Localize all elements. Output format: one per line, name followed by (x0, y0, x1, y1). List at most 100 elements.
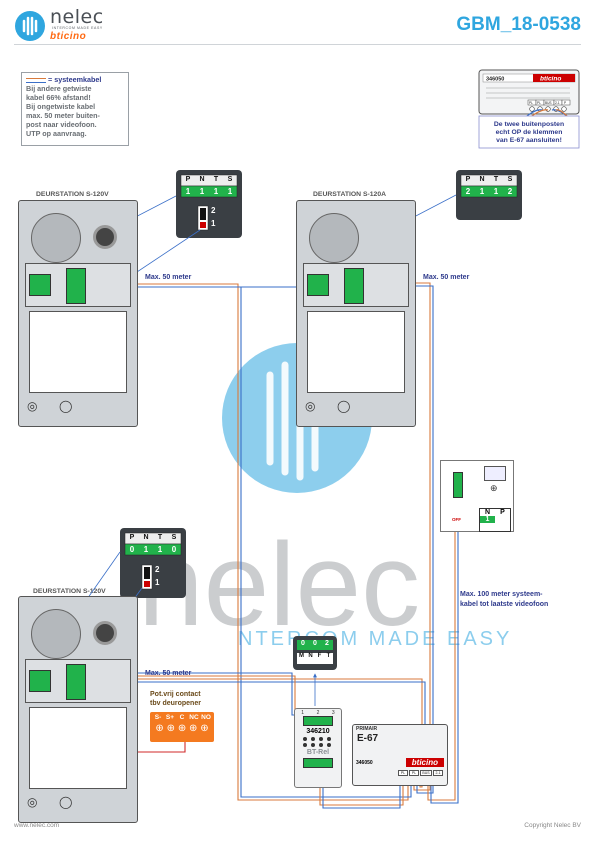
screw-icon: ⊕ (200, 723, 209, 734)
dip-header: S (227, 176, 233, 183)
dip-values-2: 2 1 1 2 (461, 187, 517, 196)
videophone-dip-headers: N P (480, 509, 510, 516)
videophone-dip-header: N (484, 509, 491, 516)
videophone-dip-header: P (500, 509, 505, 516)
e67-terminal-label: PL (409, 770, 419, 776)
e67-inset-term-label: 2-1 (555, 101, 560, 105)
e67-inset-term-label: P (564, 101, 566, 105)
speaker-grille (31, 213, 81, 263)
footer-website: www.nelec.com (14, 822, 60, 829)
e67-code: 346050 (356, 759, 373, 766)
terminal-area (25, 263, 131, 307)
videophone-dip-values: 1 (480, 516, 510, 523)
camera-lens-icon (93, 225, 117, 249)
e67-primair-label: PRIMAIR (356, 726, 378, 732)
door-opener-terminal-labels: S- S+ C NC NO (150, 712, 214, 721)
name-card-slot (307, 311, 405, 393)
terminal-block-center (344, 268, 364, 304)
footer-copyright: Copyright Nelec BV (524, 822, 581, 829)
videophone-button-icon: ⊕ (490, 483, 498, 493)
e67-inset-brand: bticino (540, 76, 561, 83)
videophone-dip-value (495, 516, 510, 523)
dip-header: P (129, 534, 135, 541)
door-opener-terminal: S- (154, 714, 162, 721)
relay-dip-label: M (299, 653, 304, 659)
e67-inset-term-label: BUS (545, 101, 552, 105)
dip-value: 1 (479, 187, 485, 196)
dip-header: T (157, 534, 163, 541)
distance-label-station-1: Max. 50 meter (145, 274, 192, 281)
e67-inset-code: 346050 (486, 77, 504, 83)
name-card-slot (29, 707, 127, 789)
distance-line: kabel tot laatste videofoon (460, 601, 549, 608)
dip-value: 1 (157, 545, 163, 554)
relay-bottom-terminals (303, 758, 333, 768)
logo-brand: bticino (50, 31, 87, 42)
relay-dip-value: 0 (301, 640, 305, 647)
dip-header: N (199, 176, 205, 183)
dip-header: T (213, 176, 219, 183)
dip-values-3: 0 1 1 0 (125, 545, 181, 554)
speaker-grille (31, 609, 81, 659)
dip-header: N (479, 176, 485, 183)
e67-inset: 346050 bticino PL PL BUS 2-1 P De twee b… (478, 69, 580, 149)
dip-header: P (465, 176, 471, 183)
dip-headers-2: P N T S (461, 176, 517, 183)
videophone-terminal-strip (453, 472, 463, 498)
screw-icon: ◯ (59, 795, 73, 809)
note-line: Bij andere getwiste (26, 84, 92, 93)
name-card-slot (29, 311, 127, 393)
cable-legend-swatch (26, 77, 46, 83)
station-2-title: DEURSTATION S-120A (313, 191, 387, 198)
screw-icon: ◎ (305, 399, 316, 413)
door-opener-title: Pot.vrij contact tbv deuropener (150, 690, 201, 708)
dip-value: 2 (507, 187, 513, 196)
relay-dip-value: 2 (325, 640, 329, 647)
dip-header: P (185, 176, 191, 183)
e67-main-module: PRIMAIR E-67 346050 bticino (352, 724, 448, 786)
screw-icon: ◯ (337, 399, 351, 413)
distance-line: Max. 100 meter systeem- (460, 591, 543, 598)
relay-dip-label: N (308, 653, 313, 659)
relay-label: BT-Rel (306, 749, 330, 756)
door-opener-screws: ⊕ ⊕ ⊕ ⊕ ⊕ (150, 721, 214, 734)
relay-dip-value: 0 (313, 640, 317, 647)
dip-value: 0 (171, 545, 177, 554)
dip-header: S (171, 534, 177, 541)
dip-value: 1 (185, 187, 191, 196)
logo-name: nelec (50, 6, 104, 28)
switch-label: 2 (211, 206, 216, 215)
note-line: post naar videofoon. (26, 120, 97, 129)
door-opener-terminal: NO (201, 714, 211, 721)
videophone-dip: N P 1 (479, 508, 511, 532)
door-station-1: ◎ ◯ (18, 200, 138, 427)
dip-value: 1 (199, 187, 205, 196)
nelec-logo-icon (15, 11, 45, 41)
document-id: GBM_18-0538 (456, 14, 581, 35)
videophone-off-label: OFF (452, 517, 461, 522)
cable-legend-label: = systeemkabel (48, 75, 102, 84)
note-line: max. 50 meter buiten- (26, 111, 100, 120)
e67-terminal-label: BUS (420, 770, 432, 776)
speaker-grille (309, 213, 359, 263)
relay-top-number: 2 (316, 710, 320, 716)
dip-header: T (493, 176, 499, 183)
relay-top-number: 3 (331, 710, 335, 716)
note-line: kabel 66% afstand! (26, 93, 91, 102)
dip-value: 1 (227, 187, 233, 196)
relay-top-numbers: 1 2 3 (295, 709, 341, 716)
e67-terminal-label: 2-1 (433, 770, 443, 776)
terminal-block-left (29, 274, 51, 296)
screw-icon: ◯ (59, 399, 73, 413)
logo-tagline: INTERCOM MADE EASY (52, 26, 103, 30)
videophone-dip-value: 1 (480, 516, 495, 523)
cable-legend: = systeemkabel (26, 75, 124, 84)
terminal-area (303, 263, 409, 307)
relay-top-number: 1 (301, 710, 305, 716)
relay-dip-labels: M N F T (297, 653, 333, 664)
door-opener-title-line: Pot.vrij contact (150, 691, 201, 698)
e67-inset-warning: De twee buitenposten (494, 121, 564, 128)
screw-icon: ◎ (27, 399, 38, 413)
